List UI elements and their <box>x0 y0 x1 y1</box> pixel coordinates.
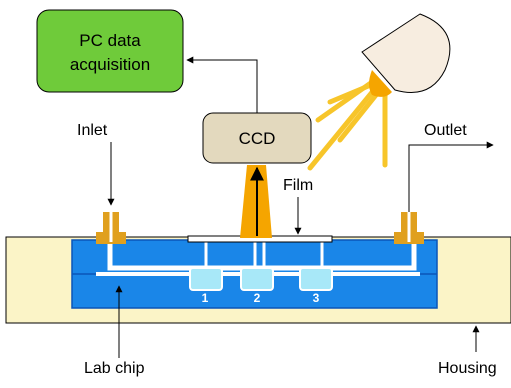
lab-chip: 1 2 3 <box>71 239 438 309</box>
ccd-label: CCD <box>239 129 276 148</box>
outlet-arrow <box>408 141 494 212</box>
pc-label-line1: PC data <box>79 31 141 50</box>
lab-chip-label: Lab chip <box>84 360 145 377</box>
film-label: Film <box>283 177 313 194</box>
outlet-port <box>394 212 424 244</box>
pc-box <box>36 9 184 93</box>
lamp-glow <box>369 70 392 97</box>
inlet-label: Inlet <box>77 122 108 139</box>
outlet-label: Outlet <box>424 122 467 139</box>
inlet-port <box>96 212 126 244</box>
light-rays <box>307 77 388 171</box>
well-label-3: 3 <box>313 291 320 305</box>
ccd-to-pc-arrow <box>186 56 258 113</box>
well-label-2: 2 <box>254 291 261 305</box>
well-label-1: 1 <box>202 291 209 305</box>
lamp-body <box>361 13 451 93</box>
pc-label-line2: acquisition <box>70 55 150 74</box>
lamp <box>361 13 451 97</box>
housing-label: Housing <box>438 360 497 377</box>
well-2 <box>240 267 274 291</box>
well-1 <box>189 267 223 291</box>
well-3 <box>299 267 333 291</box>
